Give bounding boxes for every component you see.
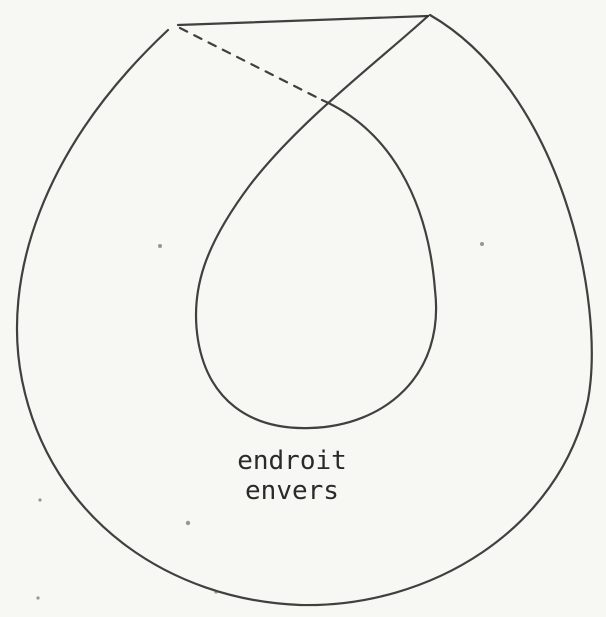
diagonal-strand-line [196, 16, 436, 428]
speck-4 [38, 498, 41, 501]
speck-1 [158, 244, 162, 248]
label-endroit: endroit [212, 446, 372, 476]
top-edge-line [178, 16, 428, 25]
speck-3 [186, 521, 190, 525]
speck-2 [480, 242, 484, 246]
speck-5 [214, 590, 217, 593]
hidden-dashed-strand [180, 28, 322, 100]
outer-loop-curve [17, 15, 592, 605]
label-envers: envers [212, 476, 372, 506]
speck-6 [36, 596, 39, 599]
